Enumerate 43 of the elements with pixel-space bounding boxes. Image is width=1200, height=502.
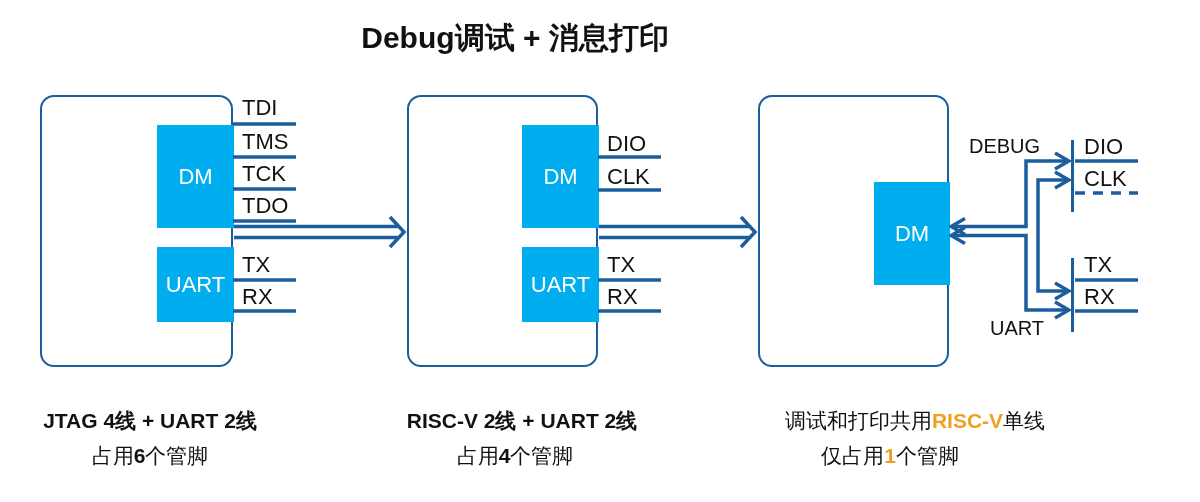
- caption-text: 调试和打印共用RISC-V单线: [784, 408, 1046, 434]
- caption-text: 占用4个管脚: [456, 443, 574, 469]
- signal-arrow: [949, 225, 1071, 320]
- pin-label: CLK: [1084, 168, 1127, 190]
- module-block: [874, 182, 950, 285]
- caption-text: 占用6个管脚: [91, 443, 209, 469]
- pin-bar: [1071, 140, 1074, 212]
- pin-label: TDI: [242, 97, 278, 119]
- pin-label: RX: [242, 286, 273, 308]
- pin-label: TMS: [242, 131, 289, 153]
- pin-label: TDO: [242, 195, 289, 217]
- pin-label: DIO: [1084, 136, 1124, 158]
- chip-box: [40, 95, 233, 367]
- double-arrow: [597, 215, 758, 249]
- module-block: [522, 125, 599, 228]
- module-block: [157, 247, 234, 322]
- pin-label: RX: [1084, 286, 1115, 308]
- pin-label: TX: [1084, 254, 1113, 276]
- double-arrow: [232, 215, 407, 249]
- pin-label: TX: [607, 254, 636, 276]
- caption-text: RISC-V 2线 + UART 2线: [406, 408, 638, 434]
- caption-text: 仅占用1个管脚: [821, 443, 959, 469]
- module-label: UART: [530, 271, 591, 298]
- pin-label: CLK: [607, 166, 650, 188]
- module-label: DM: [178, 163, 213, 190]
- pin-label: DIO: [607, 133, 647, 155]
- edge-label: UART: [990, 318, 1045, 338]
- caption-text: JTAG 4线 + UART 2线: [43, 408, 257, 434]
- module-label: DM: [543, 163, 578, 190]
- module-block: [157, 125, 234, 228]
- chip-box: [758, 95, 949, 367]
- diagram-title: Debug调试 + 消息打印: [360, 20, 670, 56]
- chip-box: [407, 95, 598, 367]
- module-label: DM: [894, 220, 930, 247]
- pin-label: TX: [242, 254, 271, 276]
- pin-label: RX: [607, 286, 638, 308]
- signal-arrow: [1036, 170, 1071, 301]
- module-label: UART: [165, 271, 226, 298]
- pin-bar: [1071, 258, 1074, 332]
- edge-label: DEBUG: [969, 136, 1041, 156]
- signal-arrow: [949, 151, 1071, 237]
- pin-label: TCK: [242, 163, 286, 185]
- module-block: [522, 247, 599, 322]
